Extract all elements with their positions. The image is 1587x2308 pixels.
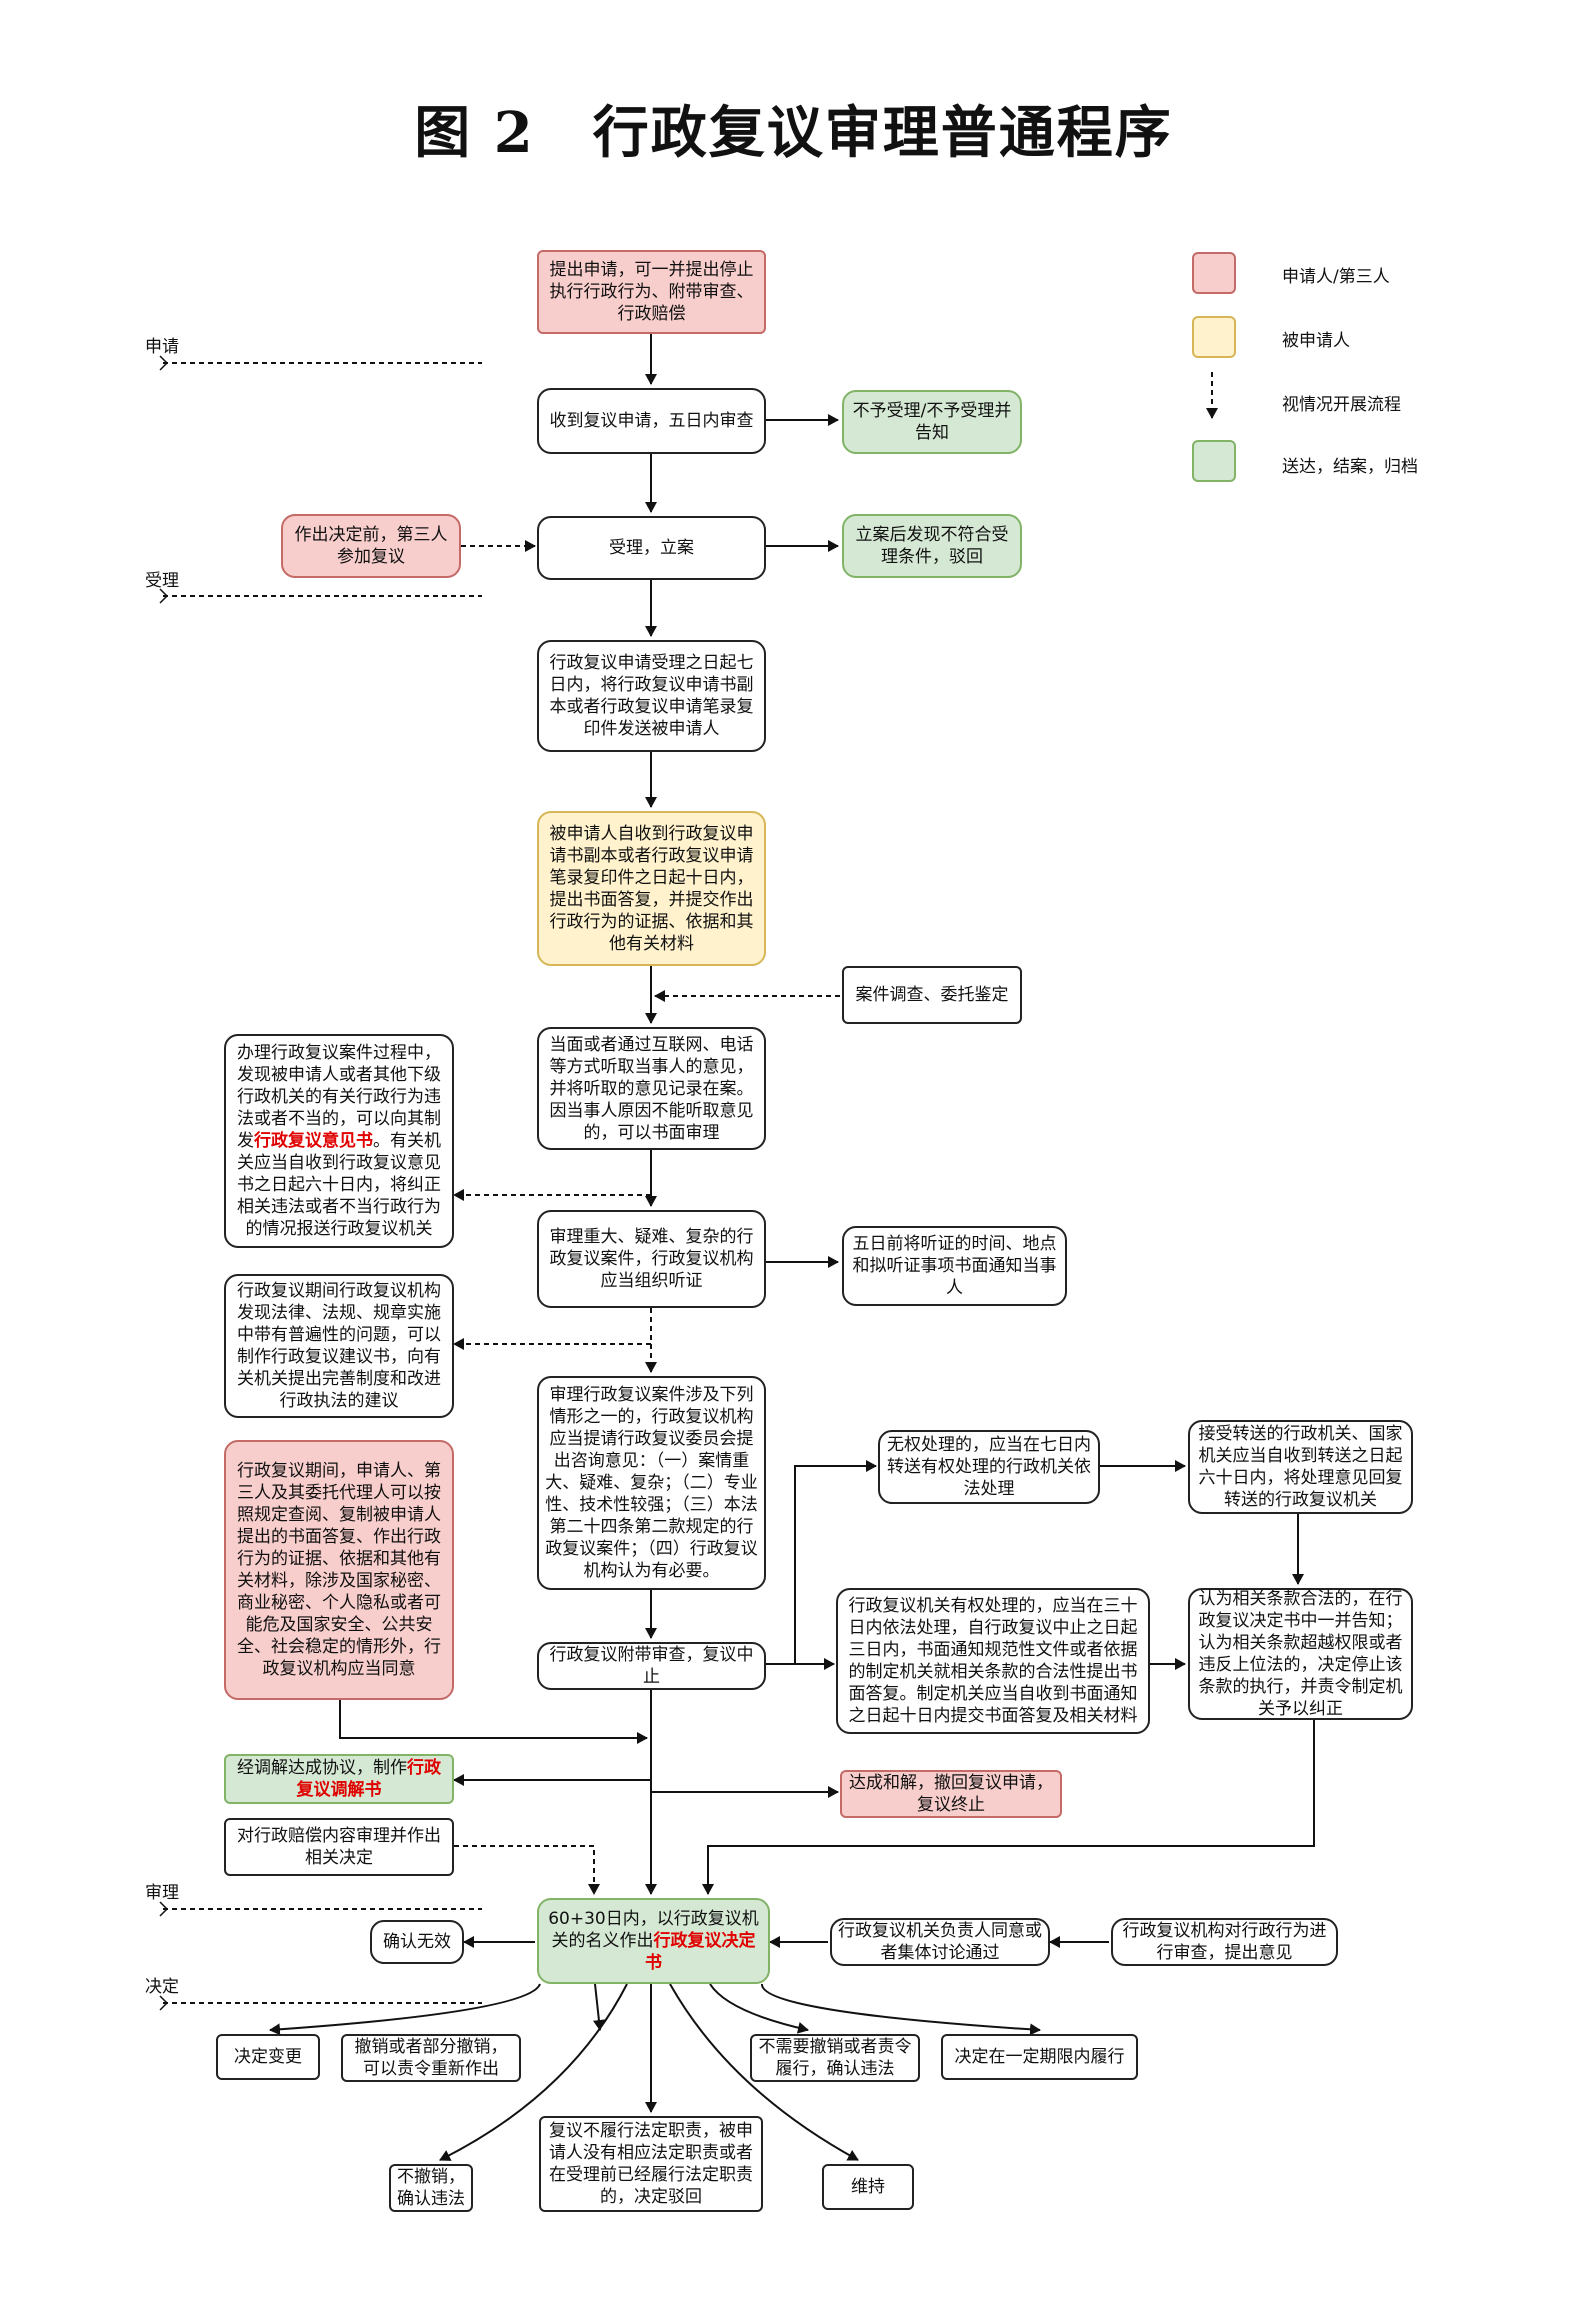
node-not-revoke: 不撤销，确认违法 xyxy=(389,2164,473,2212)
node-revoke: 撤销或者部分撤销，可以责令重新作出 xyxy=(341,2034,521,2082)
node-confirm-invalid: 确认无效 xyxy=(370,1920,464,1964)
node-respondent-reply: 被申请人自收到行政复议申请书副本或者行政复议申请笔录复印件之日起十日内，提出书面… xyxy=(537,811,766,966)
node-confirm-illegal: 不需要撤销或者责令履行，确认违法 xyxy=(750,2034,920,2082)
node-reject-accept: 不予受理/不予受理并告知 xyxy=(842,390,1022,454)
node-hearing-notice: 五日前将听证的时间、地点和拟听证事项书面通知当事人 xyxy=(842,1226,1067,1306)
stage-label-apply: 申请 xyxy=(145,337,179,357)
legend-swatch-archive xyxy=(1192,440,1236,482)
legend-label-archive: 送达，结案，归档 xyxy=(1282,457,1418,477)
node-third-party: 作出决定前，第三人参加复议 xyxy=(281,514,461,578)
legend-swatch-respondent xyxy=(1192,316,1236,358)
node-mediation: 经调解达成协议，制作行政复议调解书 xyxy=(224,1754,454,1804)
node-incidental-review: 行政复议附带审查，复议中止 xyxy=(537,1642,766,1690)
node-accept: 受理，立案 xyxy=(537,516,766,580)
node-hearing: 审理重大、疑难、复杂的行政复议案件，行政复议机构应当组织听证 xyxy=(537,1210,766,1308)
node-investigate: 案件调查、委托鉴定 xyxy=(842,966,1022,1024)
node-legality: 认为相关条款合法的，在行政复议决定书中一并告知；认为相关条款超越权限或者违反上位… xyxy=(1188,1588,1413,1720)
node-approval: 行政复议机关负责人同意或者集体讨论通过 xyxy=(830,1918,1050,1966)
node-opinion-letter: 办理行政复议案件过程中，发现被申请人或者其他下级行政机关的有关行政行为违法或者不… xyxy=(224,1034,454,1248)
legend-label-conditional: 视情况开展流程 xyxy=(1282,395,1401,415)
node-settlement: 达成和解，撤回复议申请，复议终止 xyxy=(840,1770,1062,1818)
node-maintain: 维持 xyxy=(822,2164,914,2210)
node-has-power: 行政复议机关有权处理的，应当在三十日内依法处理，自行政复议中止之日起三日内，书面… xyxy=(836,1588,1150,1734)
node-transfer-receive: 接受转送的行政机关、国家机关应当自收到转送之日起六十日内，将处理意见回复转送的行… xyxy=(1188,1420,1413,1514)
node-dismiss: 立案后发现不符合受理条件，驳回 xyxy=(842,514,1022,578)
stage-label-review: 审理 xyxy=(145,1883,179,1903)
node-reject-claim: 复议不履行法定职责，被申请人没有相应法定职责或者在受理前已经履行法定职责的，决定… xyxy=(539,2116,763,2212)
node-perform: 决定在一定期限内履行 xyxy=(941,2034,1138,2080)
node-consult-files: 行政复议期间，申请人、第三人及其委托代理人可以按照规定查阅、复制被申请人提出的书… xyxy=(224,1440,454,1700)
page-title: 图 2 行政复议审理普通程序 xyxy=(414,100,1173,166)
legend-swatch-applicant xyxy=(1192,252,1236,294)
node-change: 决定变更 xyxy=(216,2034,320,2080)
legend-label-applicant: 申请人/第三人 xyxy=(1282,267,1390,287)
node-review-opinion: 行政复议机构对行政行为进行审查，提出意见 xyxy=(1111,1918,1338,1966)
node-receive: 收到复议申请，五日内审查 xyxy=(537,388,766,454)
legend-label-respondent: 被申请人 xyxy=(1282,331,1350,351)
node-hear-opinion: 当面或者通过互联网、电话等方式听取当事人的意见，并将听取的意见记录在案。因当事人… xyxy=(537,1027,766,1150)
node-suggestion-letter: 行政复议期间行政复议机构发现法律、法规、规章实施中带有普遍性的问题，可以制作行政… xyxy=(224,1274,454,1418)
node-compensation: 对行政赔偿内容审理并作出相关决定 xyxy=(224,1818,454,1876)
stage-label-accept: 受理 xyxy=(145,571,179,591)
node-no-power: 无权处理的，应当在七日内转送有权处理的行政机关依法处理 xyxy=(878,1430,1100,1504)
node-committee: 审理行政复议案件涉及下列情形之一的，行政复议机构应当提请行政复议委员会提出咨询意… xyxy=(537,1376,766,1590)
stage-label-decide: 决定 xyxy=(145,1977,179,1997)
node-send-copy: 行政复议申请受理之日起七日内，将行政复议申请书副本或者行政复议申请笔录复印件发送… xyxy=(537,640,766,752)
node-apply: 提出申请，可一并提出停止执行行政行为、附带审查、行政赔偿 xyxy=(537,250,766,334)
node-decision: 60+30日内，以行政复议机关的名义作出行政复议决定书 xyxy=(537,1898,770,1984)
